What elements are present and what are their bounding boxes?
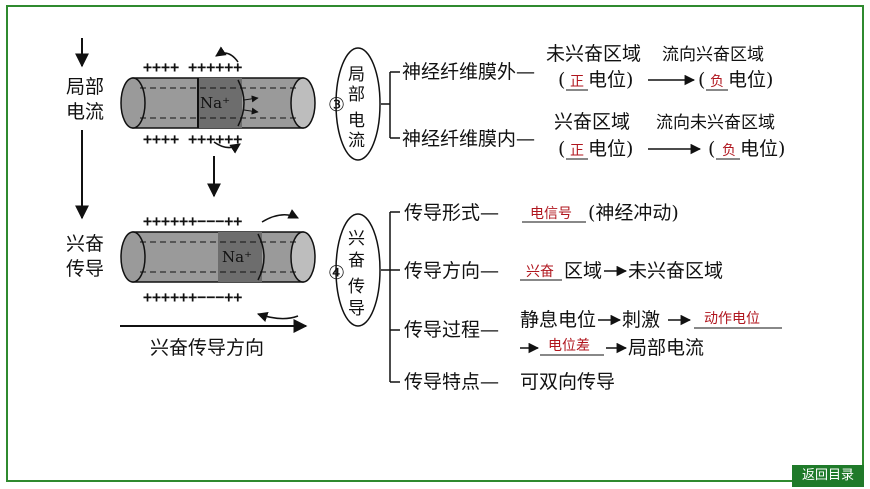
form-answer: 电信号: [530, 206, 572, 222]
na-label-2: Na⁺: [222, 248, 252, 266]
outer-to-open: (: [698, 69, 705, 91]
direction-label: 兴奋传导方向: [150, 337, 264, 359]
section4-title-2: 奋: [348, 251, 365, 271]
inner-from-answer: 正: [570, 143, 584, 159]
inner-flow: 流向未兴奋区域: [656, 113, 775, 133]
charge-bottom-2: ++++++−−−++: [143, 288, 242, 306]
inner-to-tail: 电位): [740, 138, 785, 160]
back-to-contents-button[interactable]: 返回目录: [792, 465, 864, 487]
outer-top: 未兴奋区域: [546, 43, 641, 65]
section4-title-4: 导: [348, 299, 365, 319]
local-current-label-1: 局部: [66, 76, 104, 98]
section3-ellipse: [335, 47, 381, 161]
process-answer-2: 电位差: [548, 338, 590, 354]
inner-top: 兴奋区域: [554, 111, 630, 133]
section4-title-1: 兴: [348, 229, 365, 249]
na-label-1: Na⁺: [200, 94, 230, 112]
section3-title-2: 部: [348, 85, 365, 105]
local-current-label-2: 电流: [66, 101, 104, 123]
direction-end: 未兴奋区域: [628, 260, 723, 282]
inner-to-open: (: [708, 138, 715, 160]
outer-from-tail: 电位): [588, 69, 633, 91]
current-arrow: [261, 209, 299, 223]
section3-number: ③: [328, 94, 345, 116]
inner-from-open: (: [558, 138, 565, 160]
process-stimulus: 刺激: [622, 309, 660, 331]
section4-ellipse: [335, 213, 381, 327]
process-resting: 静息电位: [520, 309, 596, 331]
nerve-fiber-1: [120, 77, 316, 129]
form-tail: (神经冲动): [588, 202, 679, 224]
charge-bottom-1: ++++ ++++++: [143, 130, 242, 148]
direction-tail: 区域: [564, 260, 602, 282]
excitation-label-1: 兴奋: [66, 233, 104, 255]
section3-title-4: 流: [348, 131, 365, 151]
charge-top-1: ++++ ++++++: [143, 58, 242, 76]
feature-text: 可双向传导: [520, 371, 615, 393]
inner-membrane-label: 神经纤维膜内—: [402, 128, 535, 150]
section4-brace: [381, 211, 400, 383]
outer-from-open: (: [558, 69, 565, 91]
outer-from-answer: 正: [570, 74, 584, 90]
inner-from-tail: 电位): [588, 138, 633, 160]
outer-to-answer: 负: [710, 74, 724, 90]
process-answer-1: 动作电位: [704, 311, 760, 327]
current-arrow: [215, 46, 239, 63]
feature-label: 传导特点—: [404, 371, 499, 393]
na-arrow: [243, 95, 259, 103]
outer-membrane-label: 神经纤维膜外—: [402, 61, 535, 83]
outer-flow: 流向兴奋区域: [662, 45, 764, 65]
na-arrow: [243, 107, 259, 115]
nerve-fiber-2: [120, 231, 316, 283]
section3-brace: [381, 71, 400, 139]
current-arrow: [213, 141, 241, 154]
section4-number: ④: [328, 262, 345, 284]
section3-title-3: 电: [348, 111, 365, 131]
direction-answer: 兴奋: [526, 264, 554, 280]
process-label: 传导过程—: [404, 319, 499, 341]
inner-to-answer: 负: [722, 143, 736, 159]
form-label: 传导形式—: [404, 202, 499, 224]
section3-title-1: 局: [348, 65, 365, 85]
direction-row-label: 传导方向—: [404, 260, 499, 282]
excitation-label-2: 传导: [66, 258, 104, 280]
current-arrow: [257, 312, 299, 322]
section4-title-3: 传: [348, 277, 365, 297]
slide-frame: [6, 5, 864, 482]
outer-to-tail: 电位): [728, 69, 773, 91]
process-local-current: 局部电流: [628, 337, 704, 359]
charge-top-2: ++++++−−−++: [143, 212, 242, 230]
